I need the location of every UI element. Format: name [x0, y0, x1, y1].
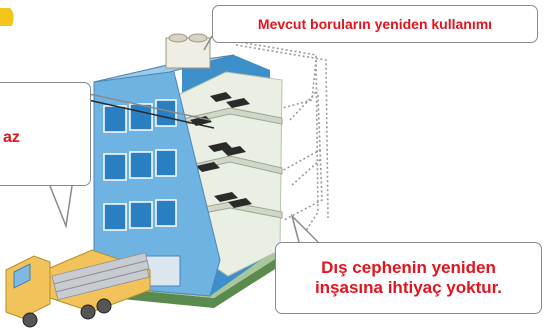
truck: [5, 249, 151, 328]
wheel-rear-2: [96, 298, 112, 314]
callout-bottom-tail: [290, 213, 319, 247]
callout-left: az: [0, 82, 91, 186]
callout-bottom-line1: Dış cephenin yeniden: [321, 258, 496, 277]
callout-top-pointer: [203, 35, 213, 51]
callout-no-facade-rebuild: Dış cephenin yeniden inşasına ihtiyaç yo…: [275, 242, 542, 314]
callout-reuse-piping: Mevcut boruların yeniden kullanımı: [212, 5, 538, 43]
callout-bottom-line2: inşasına ihtiyaç yoktur.: [314, 278, 503, 297]
callout-left-text: az: [3, 129, 20, 146]
callout-left-pointer: [79, 91, 211, 121]
yellow-marker: [0, 8, 14, 26]
wheel-rear-1: [80, 304, 96, 320]
windows: [103, 99, 177, 231]
indoor-units: [190, 92, 252, 208]
callout-left-pointer-2: [87, 99, 215, 129]
wheel-front: [22, 312, 38, 328]
callout-reuse-piping-text: Mevcut boruların yeniden kullanımı: [257, 16, 493, 32]
outdoor-unit: [165, 33, 211, 69]
callout-left-tail: [49, 185, 73, 229]
pipe-bundle: [51, 252, 150, 301]
